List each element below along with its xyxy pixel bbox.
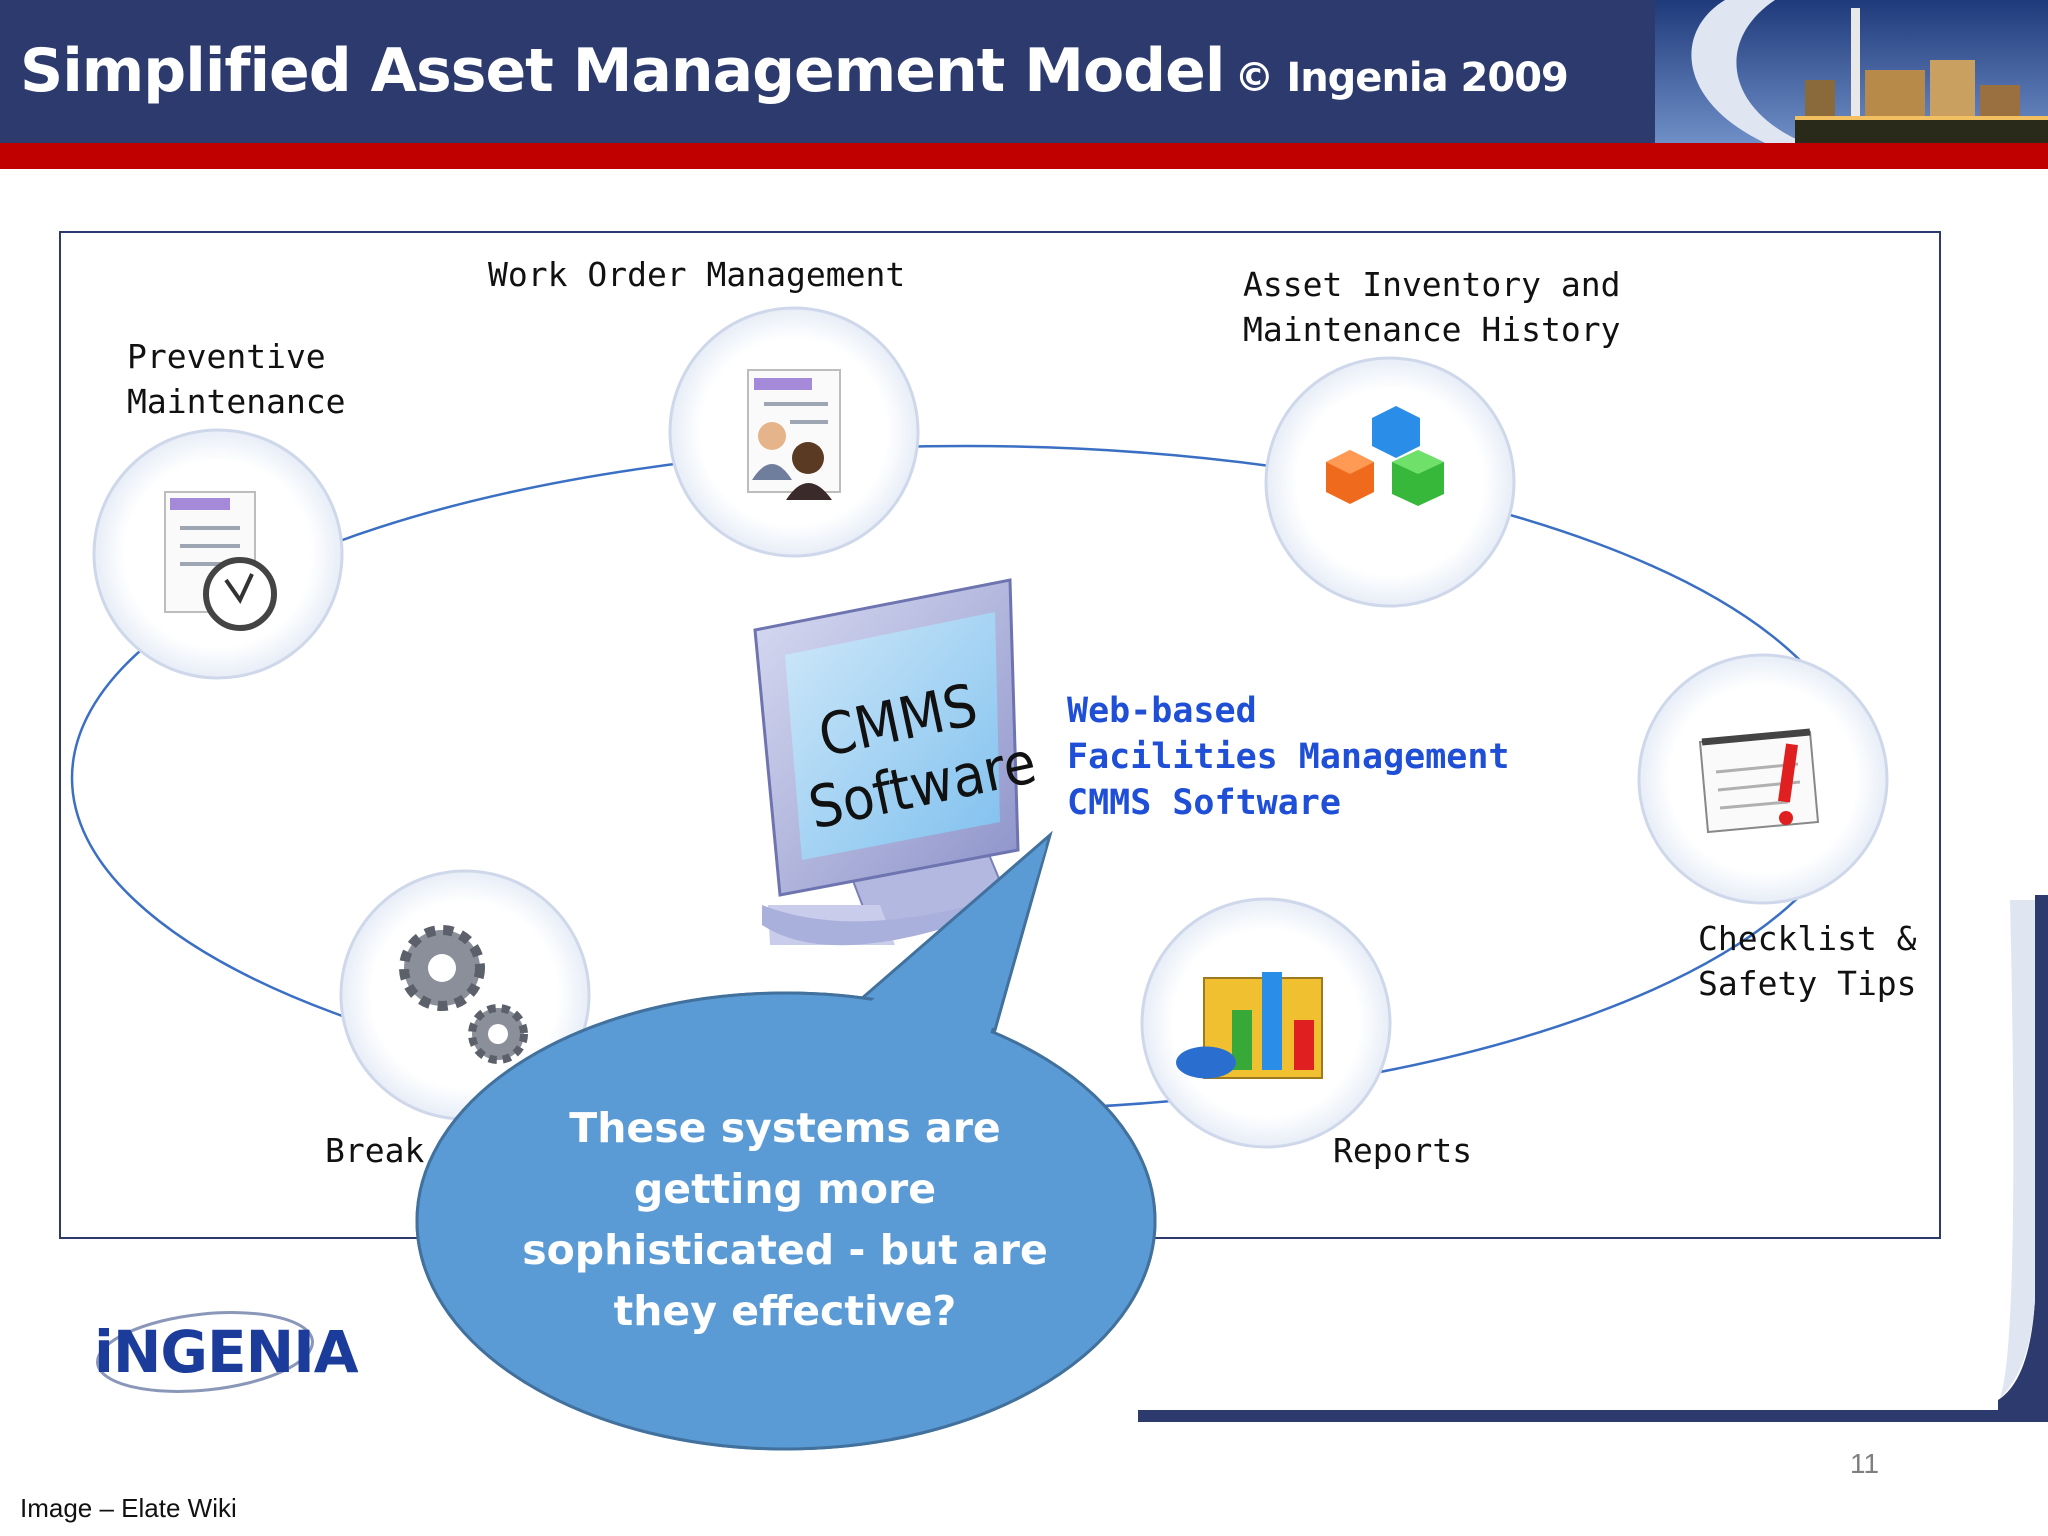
page-number: 11 [1850, 1448, 1880, 1479]
label-preventive-maintenance: Preventive Maintenance [127, 337, 346, 421]
logo-text: iNGENIA [94, 1318, 359, 1386]
notepad-alert-icon [1698, 728, 1820, 834]
bar-chart-icon [1176, 972, 1323, 1079]
web-based-cmms-label: Web-based Facilities Management CMMS Sof… [1067, 691, 1510, 823]
title-copyright: © Ingenia 2009 [1234, 55, 1568, 101]
callout-text: These systems are getting more sophistic… [522, 1104, 1048, 1335]
power-plant-photo [1655, 0, 2048, 143]
node-asset-inventory [1264, 356, 1516, 608]
label-reports: Reports [1333, 1131, 1473, 1170]
label-asset-inventory: Asset Inventory and Maintenance History [1243, 265, 1621, 349]
header-accent-bar [0, 143, 2048, 169]
node-preventive-maintenance [92, 428, 344, 680]
label-breakdown: Break [325, 1131, 425, 1170]
node-checklist-safety [1637, 653, 1889, 905]
node-work-order-management [668, 306, 920, 558]
title-text: Simplified Asset Management Model [20, 36, 1225, 106]
checklist-clock-icon [164, 491, 277, 631]
label-work-order-management: Work Order Management [488, 255, 906, 294]
label-checklist-safety: Checklist & Safety Tips [1698, 919, 1917, 1003]
ingenia-logo: iNGENIA [90, 1300, 359, 1424]
colored-cubes-icon [1326, 406, 1444, 506]
image-source: Image – Elate Wiki [20, 1493, 237, 1523]
slide-title: Simplified Asset Management Model© Ingen… [20, 36, 1569, 106]
slide-corner-decoration [1138, 895, 2048, 1422]
logo-swoosh-icon [96, 1311, 314, 1393]
node-reports [1140, 897, 1392, 1149]
people-document-icon [747, 369, 841, 500]
